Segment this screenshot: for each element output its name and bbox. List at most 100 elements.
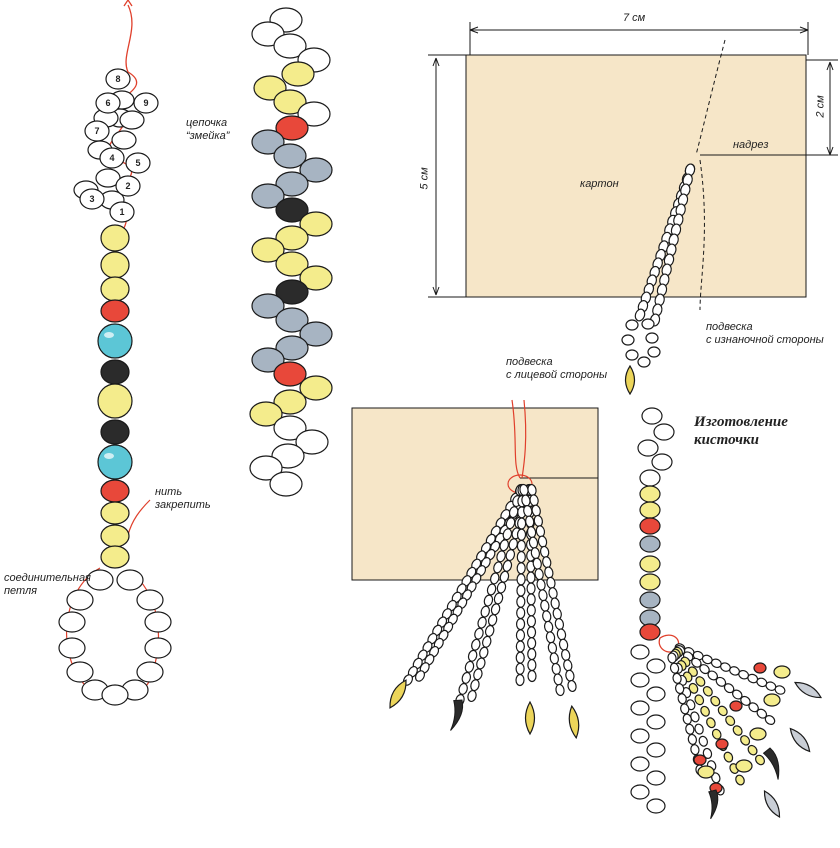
step-number: 1	[119, 207, 124, 217]
fringe-bead	[694, 723, 704, 735]
strand-bead	[538, 589, 548, 602]
width-7cm-label: 7 см	[623, 12, 646, 24]
column-bead-yellow	[100, 224, 130, 252]
pattern-bead-yellow	[299, 375, 333, 401]
cardboard-card	[465, 54, 807, 298]
pattern-bead-grey	[273, 143, 307, 169]
strand-bead	[471, 638, 481, 651]
chain-snake-label: цепочка “змейка”	[186, 117, 229, 143]
fringe-accent-red	[729, 700, 743, 712]
loop-bead	[136, 589, 164, 611]
pattern-bead-yellow	[273, 389, 307, 415]
snake-bead-numbered	[115, 175, 141, 197]
connecting-loop-label: соединительная петля	[4, 572, 91, 598]
dim-arrows	[826, 61, 834, 156]
dim-ticks	[469, 22, 809, 55]
chain-snake-line2: “змейка”	[186, 130, 230, 142]
strand-bead	[516, 528, 527, 541]
strand-bead	[480, 605, 490, 618]
strand-bead	[567, 679, 577, 693]
loop-bead	[621, 334, 635, 346]
strand-bead	[467, 649, 478, 662]
tassel-bead-yellow	[639, 485, 661, 503]
step-number: 4	[109, 153, 114, 163]
loop-bead	[647, 346, 661, 358]
height-2cm-label: 2 см	[814, 95, 827, 118]
tassel-title-line1: Изготовление	[694, 414, 788, 430]
strand-bead	[515, 651, 525, 664]
strand-bead	[545, 631, 556, 644]
strand-bead	[527, 648, 537, 661]
snake-bead-numbered	[125, 152, 151, 174]
loop-bead	[645, 332, 659, 344]
pendant-front-line2: с лицевой стороны	[506, 369, 608, 381]
pendant-back-line2: с изнаночной стороны	[706, 334, 824, 346]
horn-pendant-icon	[708, 789, 719, 820]
strand-bead	[470, 679, 480, 692]
tassel-stem-bead	[646, 714, 666, 730]
loop-bead	[86, 569, 114, 591]
fringe-accent-red	[715, 738, 729, 750]
cardboard-label: картон	[580, 178, 619, 190]
strand-bead	[517, 517, 527, 530]
pattern-bead-grey	[299, 321, 333, 347]
fringe-bead	[725, 715, 736, 726]
tassel-title: Изготовление кисточки	[694, 413, 788, 449]
tassel-title-line2: кисточки	[694, 432, 760, 448]
bead-highlight	[104, 332, 114, 338]
loop-bead	[641, 318, 655, 330]
pattern-bead-yellow	[299, 211, 333, 237]
drop-pendant-icon	[793, 681, 823, 699]
fringe-bead	[698, 735, 708, 747]
fringe-bead	[702, 686, 713, 697]
pattern-bead-yellow	[275, 225, 309, 251]
fringe-bead	[764, 714, 776, 726]
fringe-bead	[723, 751, 734, 763]
fringe-accent-yellow	[773, 665, 791, 679]
fringe-accent-yellow	[697, 765, 715, 779]
snake-bead	[111, 130, 137, 150]
fringe-accent-yellow	[763, 693, 781, 707]
pattern-bead-black	[275, 197, 309, 223]
pattern-bead-grey	[251, 293, 285, 319]
strand-bead	[516, 550, 526, 564]
fringe-bead	[702, 747, 713, 759]
pattern-bead-yellow	[275, 251, 309, 277]
strand-bead	[526, 626, 537, 639]
strand-bead	[515, 618, 526, 631]
strand-bead	[548, 587, 558, 600]
step-number: 2	[125, 181, 130, 191]
strand-bead	[461, 671, 472, 684]
pattern-bead-red	[273, 361, 307, 387]
strand-bead	[496, 581, 507, 594]
pattern-bead-yellow	[281, 61, 315, 87]
fix-thread-arrow	[127, 499, 151, 536]
horn-pendant-icon	[450, 699, 464, 731]
strand-bead	[516, 562, 526, 575]
strand-bead	[565, 669, 575, 682]
strand-bead	[516, 584, 526, 597]
strand-bead	[543, 620, 554, 633]
pattern-bead-red	[275, 115, 309, 141]
pendant-front-line1: подвеска	[506, 356, 553, 368]
strand-bead	[563, 659, 573, 672]
pattern-bead-white	[273, 415, 307, 441]
loop-bead	[136, 661, 164, 683]
snake-bead-numbered	[133, 92, 159, 114]
strand-bead	[526, 593, 536, 606]
strand-bead	[552, 607, 562, 620]
strand-bead	[490, 603, 501, 616]
pattern-bead-yellow	[251, 237, 285, 263]
column-bead-red	[100, 479, 130, 503]
strand-bead	[549, 652, 559, 665]
drop-pendant-icon	[624, 364, 636, 396]
snake-bead	[119, 110, 145, 130]
strand-bead	[526, 615, 537, 628]
drop-pendant-icon	[568, 704, 580, 740]
snake-bead-numbered	[79, 188, 105, 210]
strand-bead	[556, 628, 567, 641]
thread-fix-label: нить закрепить	[155, 486, 211, 512]
fringe-accent-yellow	[735, 759, 753, 773]
loop-bead	[66, 661, 94, 683]
